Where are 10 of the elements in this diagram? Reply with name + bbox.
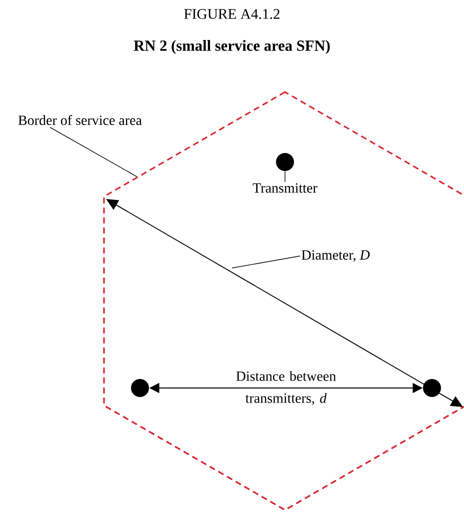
- leader-line: [50, 126, 138, 177]
- callout-text: Border of service area: [18, 115, 142, 126]
- leader-line: [284, 170, 286, 182]
- callout-text: Diameter, D: [302, 250, 370, 262]
- figure-heading: RN 2 (small service area SFN): [134, 40, 330, 54]
- transmitter-dot: [276, 153, 294, 171]
- edge-label: Distance between transmitters, d: [236, 371, 336, 405]
- leader-line: [232, 256, 300, 268]
- figure-title: FIGURE A4.1.2: [184, 9, 280, 19]
- callout-text: Transmitter: [252, 183, 318, 193]
